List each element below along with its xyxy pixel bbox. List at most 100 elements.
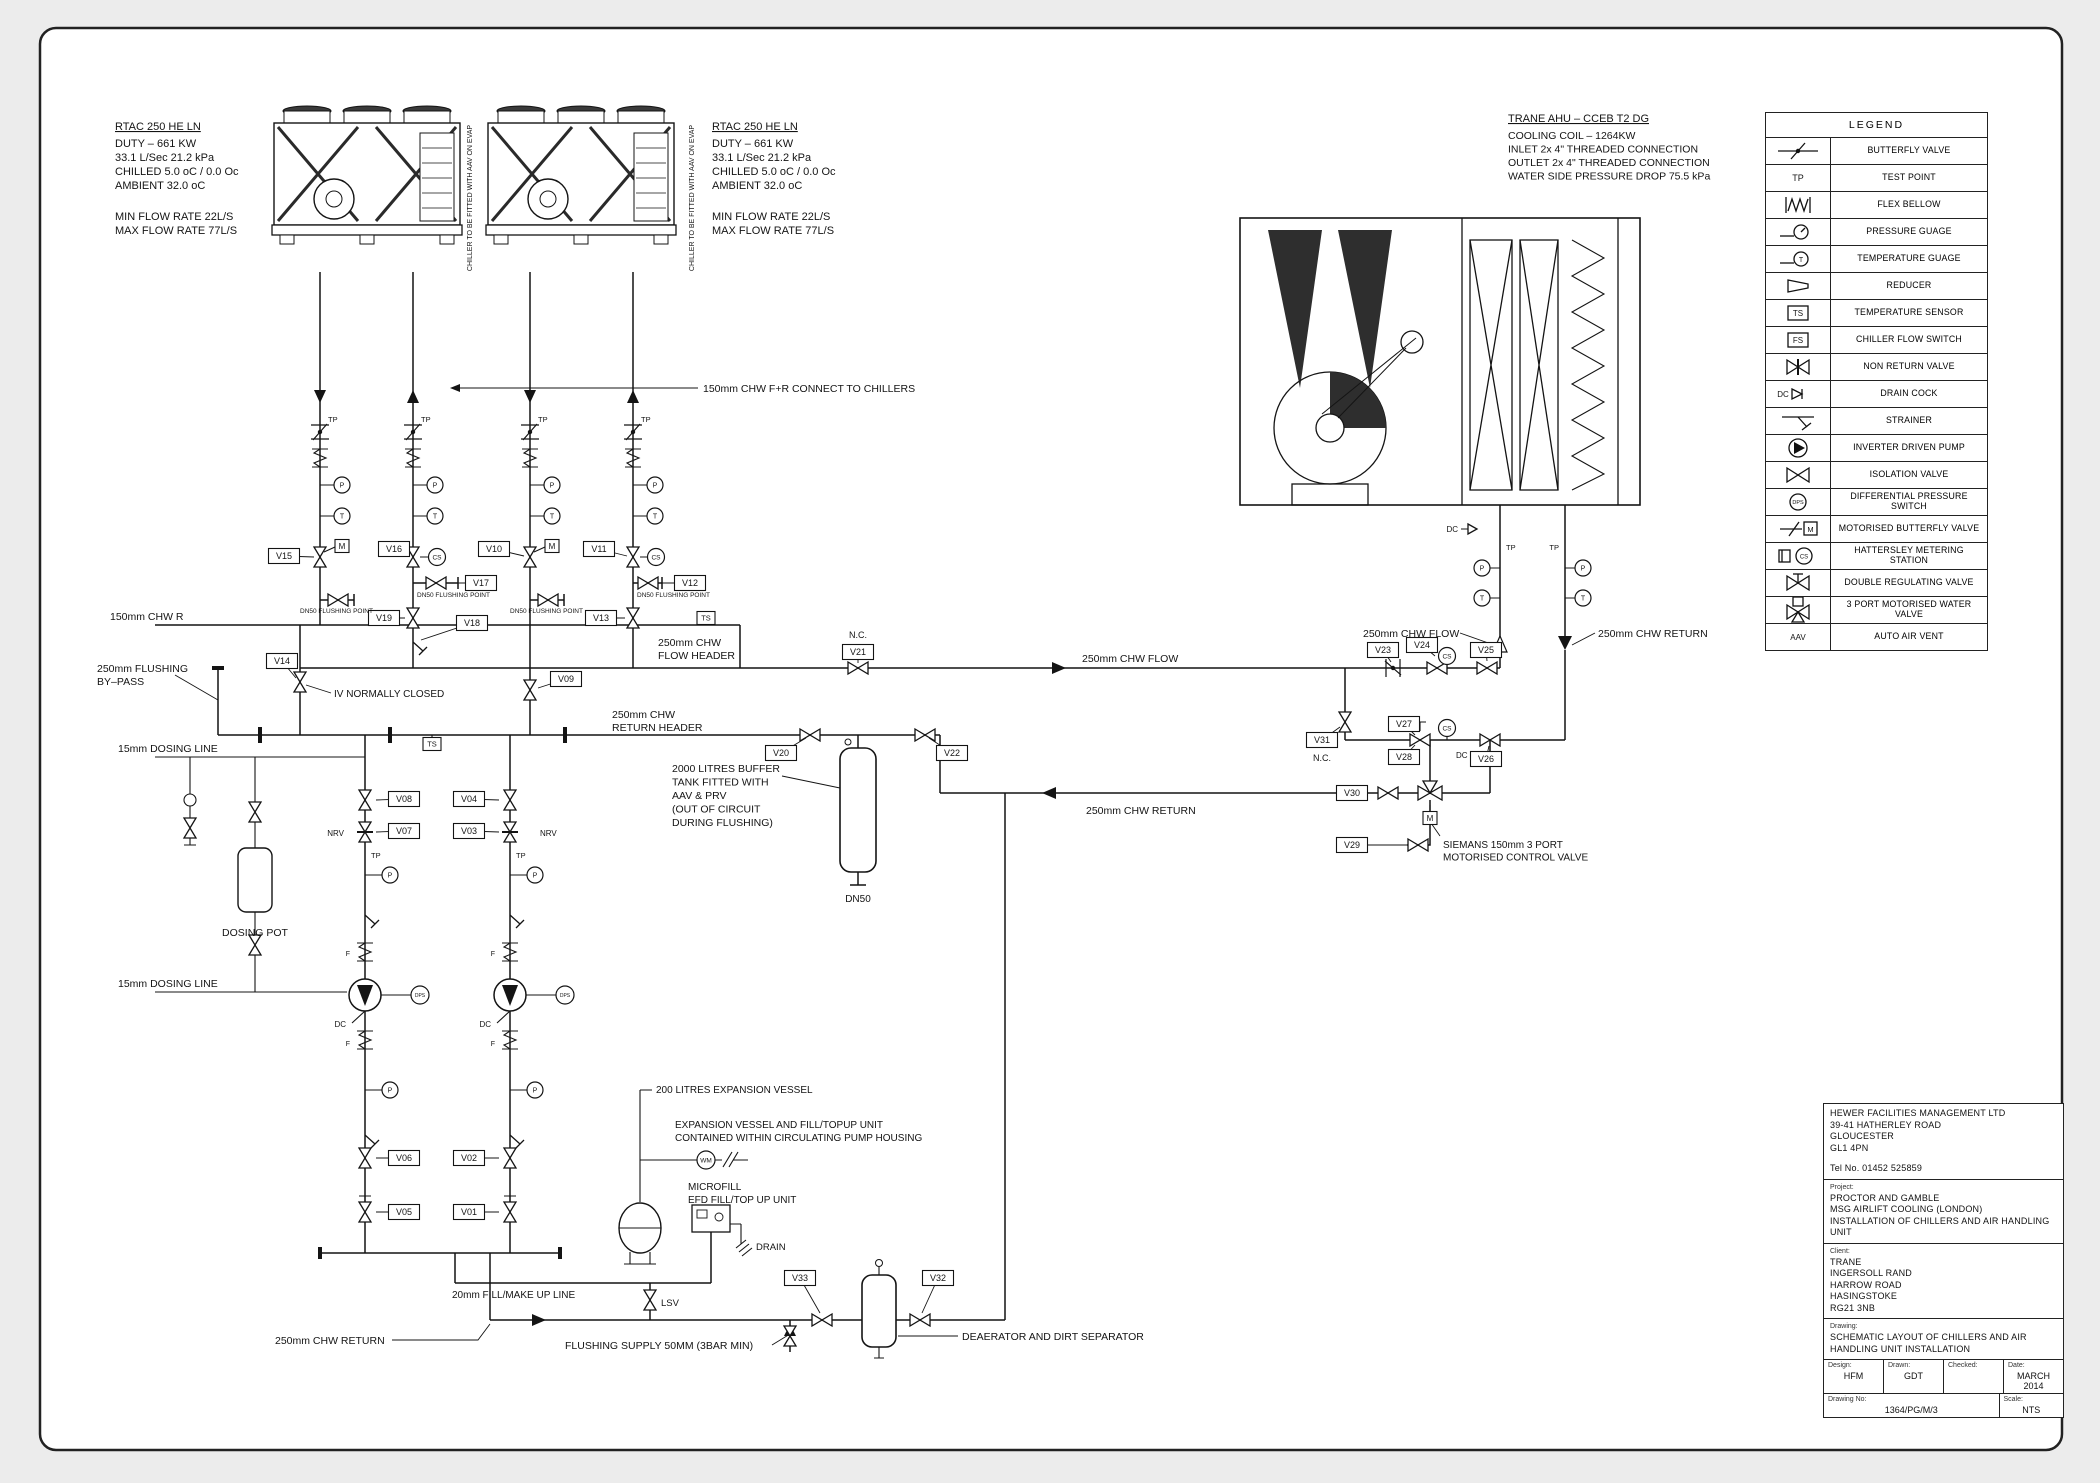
svg-text:V08: V08 (396, 794, 412, 804)
valve-tag-V02: V02 (452, 1149, 499, 1167)
legend-symbol-temperature-sensor: TS (1787, 305, 1809, 321)
legend-row: 3 PORT MOTORISED WATER VALVE (1765, 596, 1988, 624)
valve-tag-V23: V23 (1366, 641, 1400, 663)
valve-tag-V21: V21 (841, 643, 875, 663)
legend-label: DOUBLE REGULATING VALVE (1830, 569, 1988, 597)
symbol-pg-3: P (543, 476, 561, 494)
legend-symbol-hattersley-metering-station: CS (1778, 547, 1813, 565)
annotation-exp-vessel-label: 200 LITRES EXPANSION VESSEL (656, 1085, 813, 1096)
project-line: UNIT (1830, 1227, 1852, 1237)
legend-row: BUTTERFLY VALVE (1765, 137, 1988, 165)
legend-label: ISOLATION VALVE (1830, 461, 1988, 489)
valve-tag-V22: V22 (928, 737, 969, 762)
svg-text:TP: TP (516, 851, 526, 860)
svg-text:DPS: DPS (415, 993, 426, 999)
vessels (183, 738, 897, 1348)
svg-text:F: F (491, 951, 495, 958)
annotation-chiller-spec-left-title: RTAC 250 HE LN (115, 121, 201, 133)
svg-text:AAV: AAV (1790, 633, 1806, 642)
valve-tag-V20: V20 (764, 737, 807, 762)
checked-cell: Checked: (1944, 1360, 2004, 1393)
drawing-label: Drawing: (1830, 1323, 1858, 1330)
svg-text:CS: CS (651, 554, 661, 561)
legend-symbol-butterfly-valve (1778, 142, 1818, 160)
legend-symbol-cell: TS (1765, 299, 1831, 327)
valve-tag-V31: V31 (1305, 726, 1341, 749)
svg-text:P: P (340, 483, 345, 490)
dosing-aav-icon (183, 793, 197, 807)
design-label: Design: (1828, 1362, 1852, 1369)
svg-text:NRV: NRV (327, 829, 344, 838)
svg-text:P: P (653, 483, 658, 490)
svg-text:V03: V03 (461, 826, 477, 836)
dosing-pot-vessel (237, 847, 273, 913)
valve-tag-V26: V26 (1469, 745, 1503, 768)
valve-tag-V32: V32 (921, 1269, 955, 1314)
client-line: INGERSOLL RAND (1830, 1268, 1912, 1278)
svg-text:DC: DC (479, 1020, 491, 1029)
project-line: INSTALLATION OF CHILLERS AND AIR HANDLIN… (1830, 1215, 2050, 1226)
legend-symbol-cell (1765, 191, 1831, 219)
drawn-label: Drawn: (1888, 1362, 1911, 1369)
client-line: TRANE (1830, 1256, 1862, 1267)
legend-label: DRAIN COCK (1830, 380, 1988, 408)
date-cell: Date: MARCH 2014 (2004, 1360, 2063, 1393)
symbol-tg-4: T (646, 507, 664, 525)
legend-symbol-inverter-pump (1788, 438, 1808, 458)
chiller-unit-2-illustration (484, 104, 678, 246)
legend-symbol-cell (1765, 461, 1831, 489)
svg-text:V28: V28 (1396, 752, 1412, 762)
svg-text:M: M (1427, 814, 1434, 823)
drawing-line: HANDLING UNIT INSTALLATION (1830, 1343, 1971, 1354)
legend-row: NON RETURN VALVE (1765, 353, 1988, 381)
legend-symbol-flex-bellow (1785, 196, 1811, 214)
drawn-cell: Drawn: GDT (1884, 1360, 1944, 1393)
svg-text:CS: CS (1442, 653, 1452, 660)
valve-tag-V11: V11 (582, 540, 628, 558)
legend-symbol-3-port-motorised-valve (1786, 597, 1810, 623)
client-line: HARROW ROAD (1830, 1279, 1902, 1290)
annotation-chiller-spec-right-title: RTAC 250 HE LN (712, 121, 798, 133)
annotation-fill-line-label: 20mm FILL/MAKE UP LINE (452, 1290, 576, 1301)
design-cell: Design: HFM (1824, 1360, 1884, 1393)
legend-symbol-cell: TP (1765, 164, 1831, 192)
microfill-unit (691, 1204, 731, 1233)
legend-label: FLEX BELLOW (1830, 191, 1988, 219)
symbol-cs-2: CS (646, 547, 666, 567)
legend-symbol-cell (1765, 407, 1831, 435)
symbol-pg-5: P (381, 866, 399, 884)
scale-cell: Scale: NTS (2000, 1394, 2064, 1417)
symbol-pg-9: P (1473, 559, 1491, 577)
project-line: MSG AIRLIFT COOLING (LONDON) (1830, 1204, 1983, 1214)
valve-tag-V13: V13 (584, 609, 625, 627)
svg-text:WM: WM (700, 1157, 712, 1164)
svg-text:V01: V01 (461, 1207, 477, 1217)
legend-row: PRESSURE GUAGE (1765, 218, 1988, 246)
client-line: RG21 3NB (1830, 1302, 1876, 1313)
valve-tag-V27: V27 (1387, 715, 1421, 736)
legend-symbol-auto-air-vent: AAV (1790, 633, 1806, 642)
svg-text:P: P (1581, 566, 1586, 573)
company-address-1: 39-41 HATHERLEY ROAD (1830, 1119, 1942, 1130)
legend-symbol-isolation-valve (1786, 466, 1810, 484)
legend-label: HATTERSLEY METERING STATION (1830, 542, 1988, 570)
symbol-wm: WM (696, 1150, 716, 1170)
svg-text:V29: V29 (1344, 840, 1360, 850)
svg-text:F: F (346, 1041, 350, 1048)
legend-label: DIFFERENTIAL PRESSURE SWITCH (1830, 488, 1988, 516)
arrow-up-riser4 (627, 390, 639, 403)
legend-row: CS HATTERSLEY METERING STATION (1765, 542, 1988, 570)
symbol-cs-4: CS (1437, 718, 1457, 738)
chiller-unit-1-illustration (270, 104, 464, 246)
valve-tag-V12: V12 (658, 574, 707, 592)
